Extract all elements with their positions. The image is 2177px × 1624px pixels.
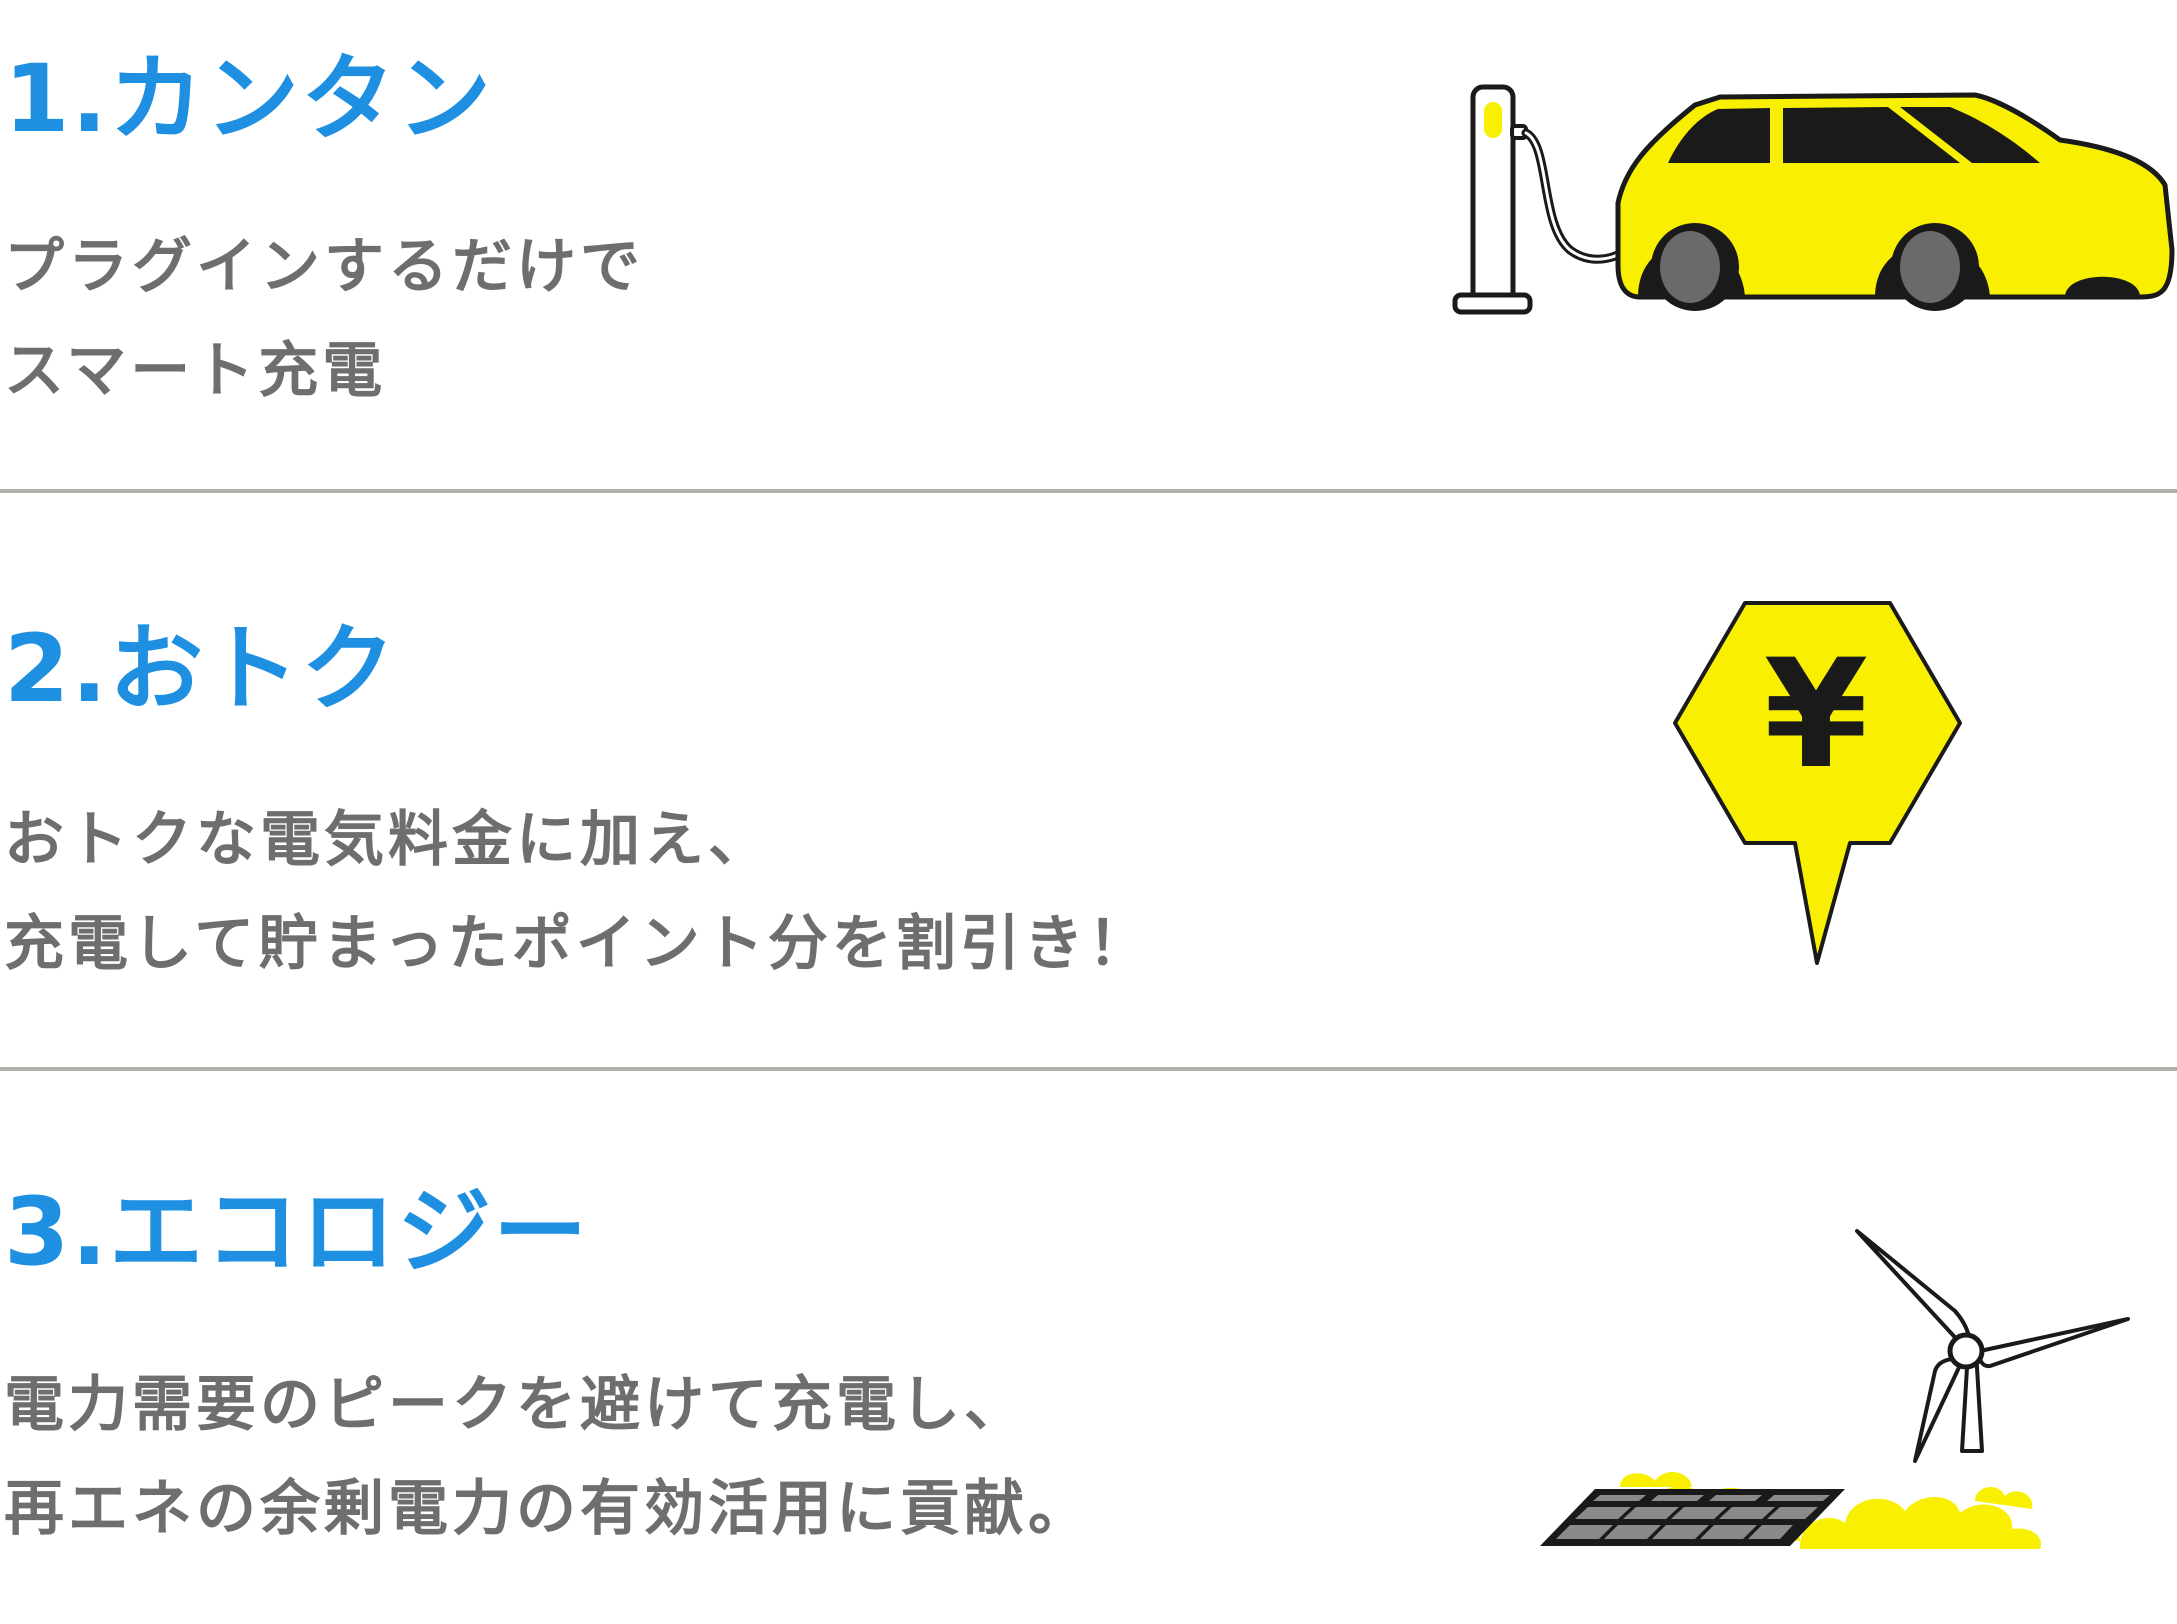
feature-section-ecology: 3.エコロジー 電力需要のピークを避けて充電し、 再エネの余剰電力の有効活用に貢…	[0, 1071, 2177, 1624]
section-description: おトクな電気料金に加え、 充電して貯まったポイント分を割引き！	[4, 788, 1152, 996]
section-title: 1.カンタン	[4, 45, 494, 154]
feature-section-easy: 1.カンタン プラグインするだけで スマート充電	[0, 0, 2177, 490]
ev-charging-car-icon	[1452, 84, 2175, 315]
yen-symbol: ¥	[1764, 628, 1868, 802]
section-divider	[0, 1067, 2177, 1071]
section-title: 2.おトク	[4, 615, 398, 724]
section-description: 電力需要のピークを避けて充電し、 再エネの余剰電力の有効活用に貢献。	[4, 1353, 1092, 1561]
description-line: スマート充電	[4, 336, 387, 406]
section-divider	[0, 489, 2177, 493]
section-description: プラグインするだけで スマート充電	[4, 215, 644, 423]
yen-pin-icon: ¥	[1673, 601, 1962, 965]
description-line: 電力需要のピークを避けて充電し、	[4, 1370, 1028, 1440]
description-line: 再エネの余剰電力の有効活用に貢献。	[4, 1474, 1092, 1544]
feature-section-savings: 2.おトク おトクな電気料金に加え、 充電して貯まったポイント分を割引き！ ¥	[0, 493, 2177, 1068]
description-line: おトクな電気料金に加え、	[4, 805, 772, 875]
section-title: 3.エコロジー	[4, 1178, 590, 1287]
description-line: プラグインするだけで	[4, 232, 644, 302]
description-line: 充電して貯まったポイント分を割引き！	[4, 909, 1152, 979]
solar-wind-icon	[1540, 1229, 2130, 1549]
